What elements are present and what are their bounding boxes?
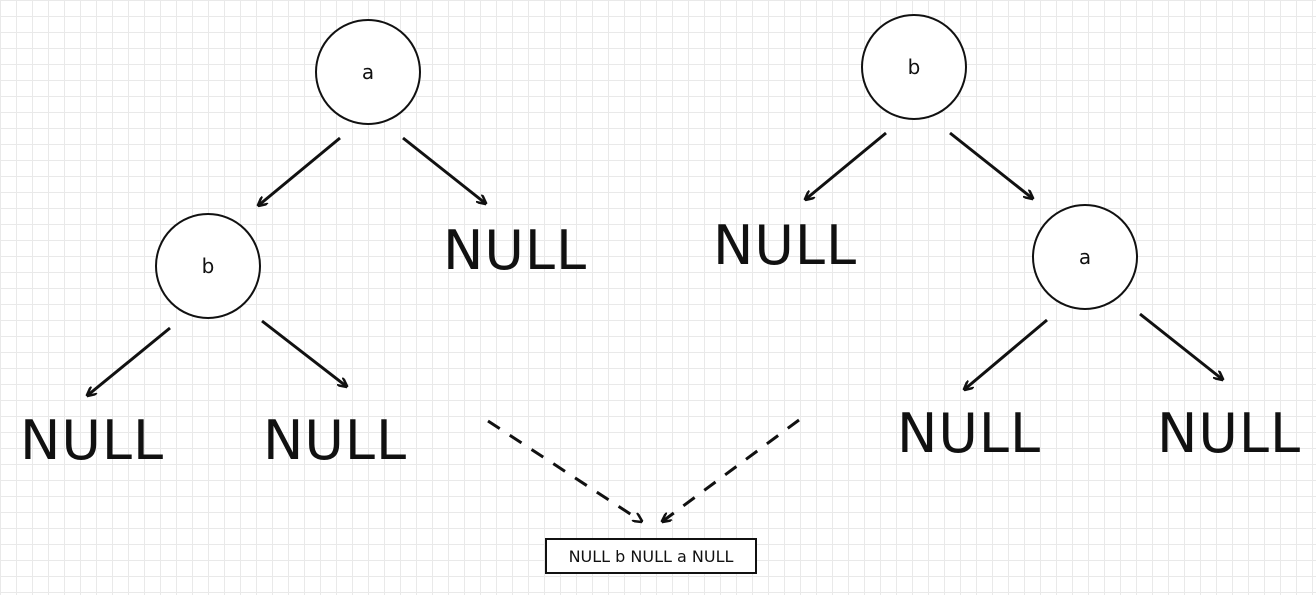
right-tree-a-node: a	[1032, 204, 1138, 310]
left-tree-b-node: b	[155, 213, 261, 319]
right-tree-a-left-null: NULL	[897, 402, 1042, 465]
dashed-arrow-right	[663, 418, 800, 521]
result-text: NULL b NULL a NULL	[568, 546, 734, 566]
right-tree-root-node: b	[861, 14, 967, 120]
edge-a-to-null	[402, 136, 485, 203]
node-label: a	[1078, 245, 1092, 269]
edge-a-to-b	[259, 136, 341, 205]
edge-b-to-left-null	[88, 326, 171, 395]
edge-a-to-right-null	[1139, 312, 1222, 379]
right-tree-left-null: NULL	[713, 214, 858, 277]
edge-a-to-left-null	[965, 318, 1048, 389]
edge-b-to-null	[806, 131, 887, 199]
node-label: b	[907, 55, 921, 79]
node-label: b	[201, 254, 215, 278]
right-tree-a-right-null: NULL	[1157, 402, 1302, 465]
edge-b-to-right-null	[261, 319, 346, 386]
left-tree-b-left-null: NULL	[20, 409, 165, 472]
node-label: a	[361, 60, 375, 84]
dashed-arrow-left	[487, 419, 641, 521]
left-tree-root-node: a	[315, 19, 421, 125]
edge-b-to-a	[949, 131, 1032, 198]
inorder-result-box: NULL b NULL a NULL	[545, 538, 757, 574]
left-tree-b-right-null: NULL	[263, 409, 408, 472]
left-tree-right-null: NULL	[443, 219, 588, 282]
